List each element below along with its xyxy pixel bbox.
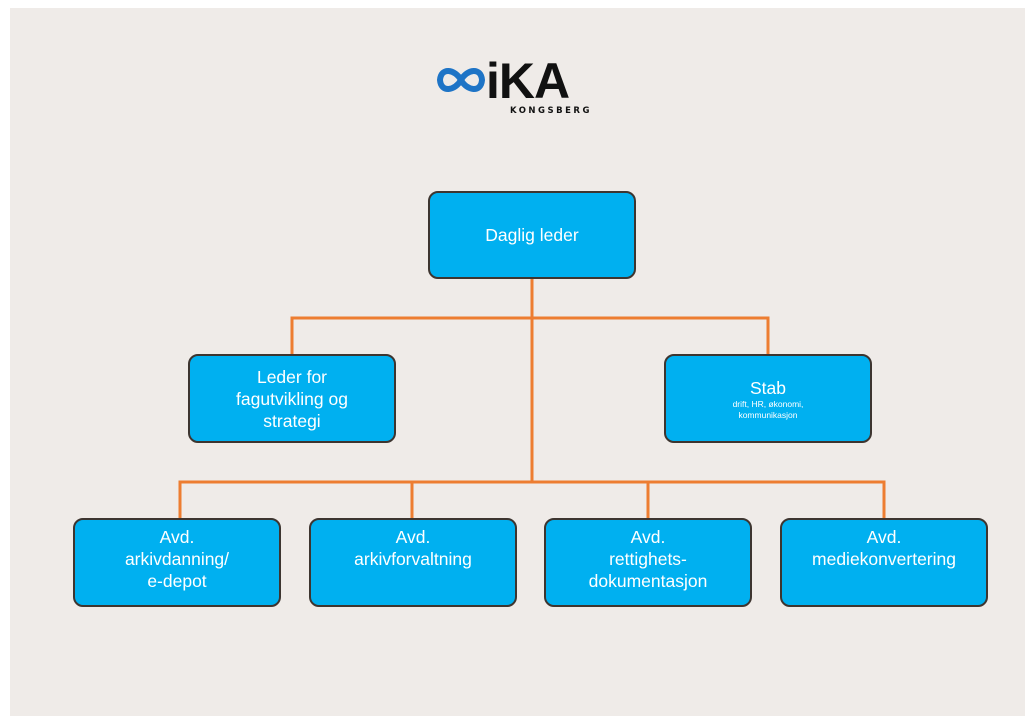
dept-arkivforvaltning-label: Avd. arkivforvaltning <box>354 527 472 569</box>
daglig-leder-label: Daglig leder <box>485 225 579 245</box>
stab-label: Stab <box>750 377 786 398</box>
dept-rettighetsdokumentasjon-label: Avd. rettighets- dokumentasjon <box>588 527 708 591</box>
dept-arkivdanning-label: Avd. arkivdanning/ e-depot <box>124 527 230 591</box>
daglig-leder-box: Daglig leder <box>428 191 636 279</box>
leder-fagutvikling-box: Leder for fagutvikling og strategi <box>188 354 396 443</box>
logo-subtitle: KONGSBERG <box>510 106 592 116</box>
logo-wordmark: iKA <box>486 53 570 109</box>
infinity-icon <box>437 68 485 92</box>
leder-fagutvikling-label: Leder for fagutvikling og strategi <box>236 366 348 431</box>
dept-arkivdanning-box: Avd. arkivdanning/ e-depot <box>73 518 281 607</box>
dept-arkivforvaltning-box: Avd. arkivforvaltning <box>309 518 517 607</box>
dept-mediekonvertering-box: Avd. mediekonvertering <box>780 518 988 607</box>
dept-mediekonvertering-label: Avd. mediekonvertering <box>812 527 956 569</box>
stab-box: Stab drift, HR, økonomi, kommunikasjon <box>664 354 872 443</box>
stab-detail: drift, HR, økonomi, kommunikasjon <box>732 398 804 420</box>
dept-rettighetsdokumentasjon-box: Avd. rettighets- dokumentasjon <box>544 518 752 607</box>
ika-kongsberg-logo: iKA KONGSBERG <box>436 54 606 120</box>
